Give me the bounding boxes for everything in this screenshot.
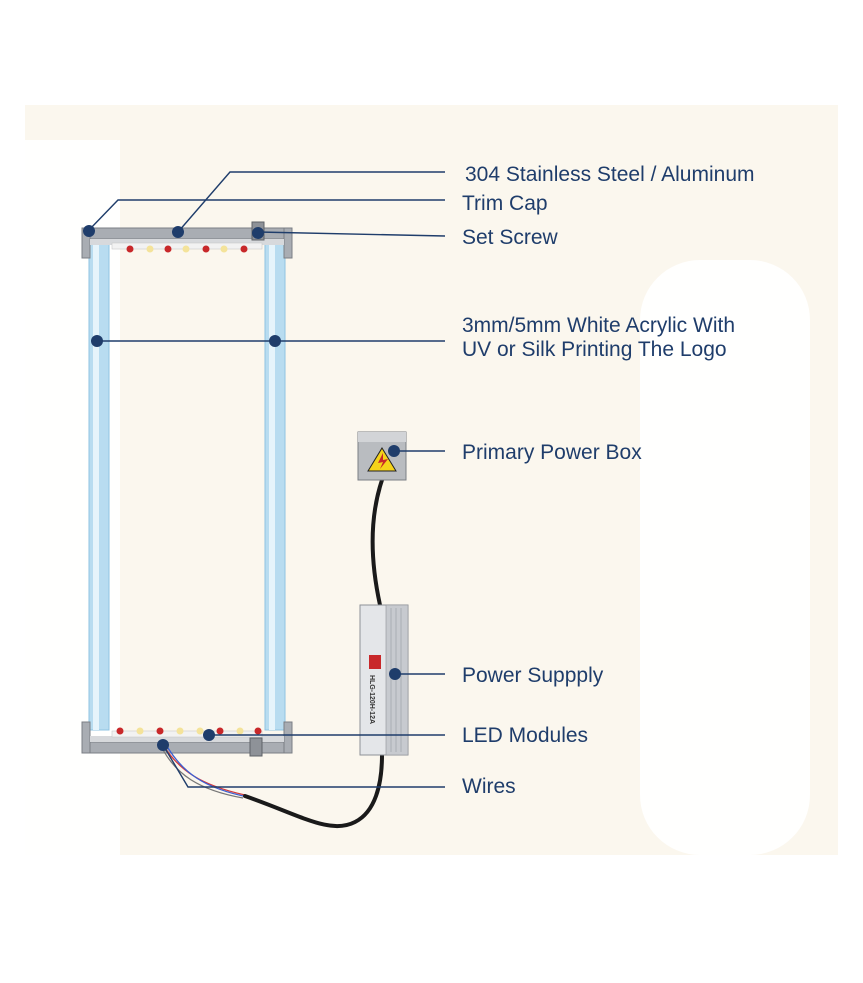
label-stainless-steel: 304 Stainless Steel / Aluminum bbox=[465, 163, 755, 186]
label-trim-cap: Trim Cap bbox=[462, 192, 548, 215]
trim-cap-top bbox=[81, 227, 293, 259]
callout-dots bbox=[83, 225, 401, 751]
led-strip-top bbox=[111, 242, 263, 253]
label-power-supply: Power Suppply bbox=[462, 664, 604, 687]
label-acrylic-line1: 3mm/5mm White Acrylic With bbox=[462, 314, 735, 337]
output-cable bbox=[243, 753, 384, 829]
sign-box bbox=[81, 221, 293, 757]
power-supply-model-text: HLG-120H-12A bbox=[368, 675, 375, 724]
leader-lines bbox=[88, 171, 446, 788]
label-wires: Wires bbox=[462, 775, 516, 798]
input-cable bbox=[370, 478, 384, 607]
wires bbox=[161, 747, 249, 799]
primary-power-box bbox=[357, 431, 407, 481]
label-set-screw: Set Screw bbox=[462, 226, 559, 249]
led-strip-bottom bbox=[111, 727, 263, 738]
trim-cap-bottom bbox=[81, 721, 293, 754]
label-led-modules: LED Modules bbox=[462, 724, 588, 747]
power-supply: HLG-120H-12A bbox=[359, 604, 409, 756]
label-power-box: Primary Power Box bbox=[462, 441, 642, 464]
label-acrylic-line2: UV or Silk Printing The Logo bbox=[462, 338, 727, 361]
